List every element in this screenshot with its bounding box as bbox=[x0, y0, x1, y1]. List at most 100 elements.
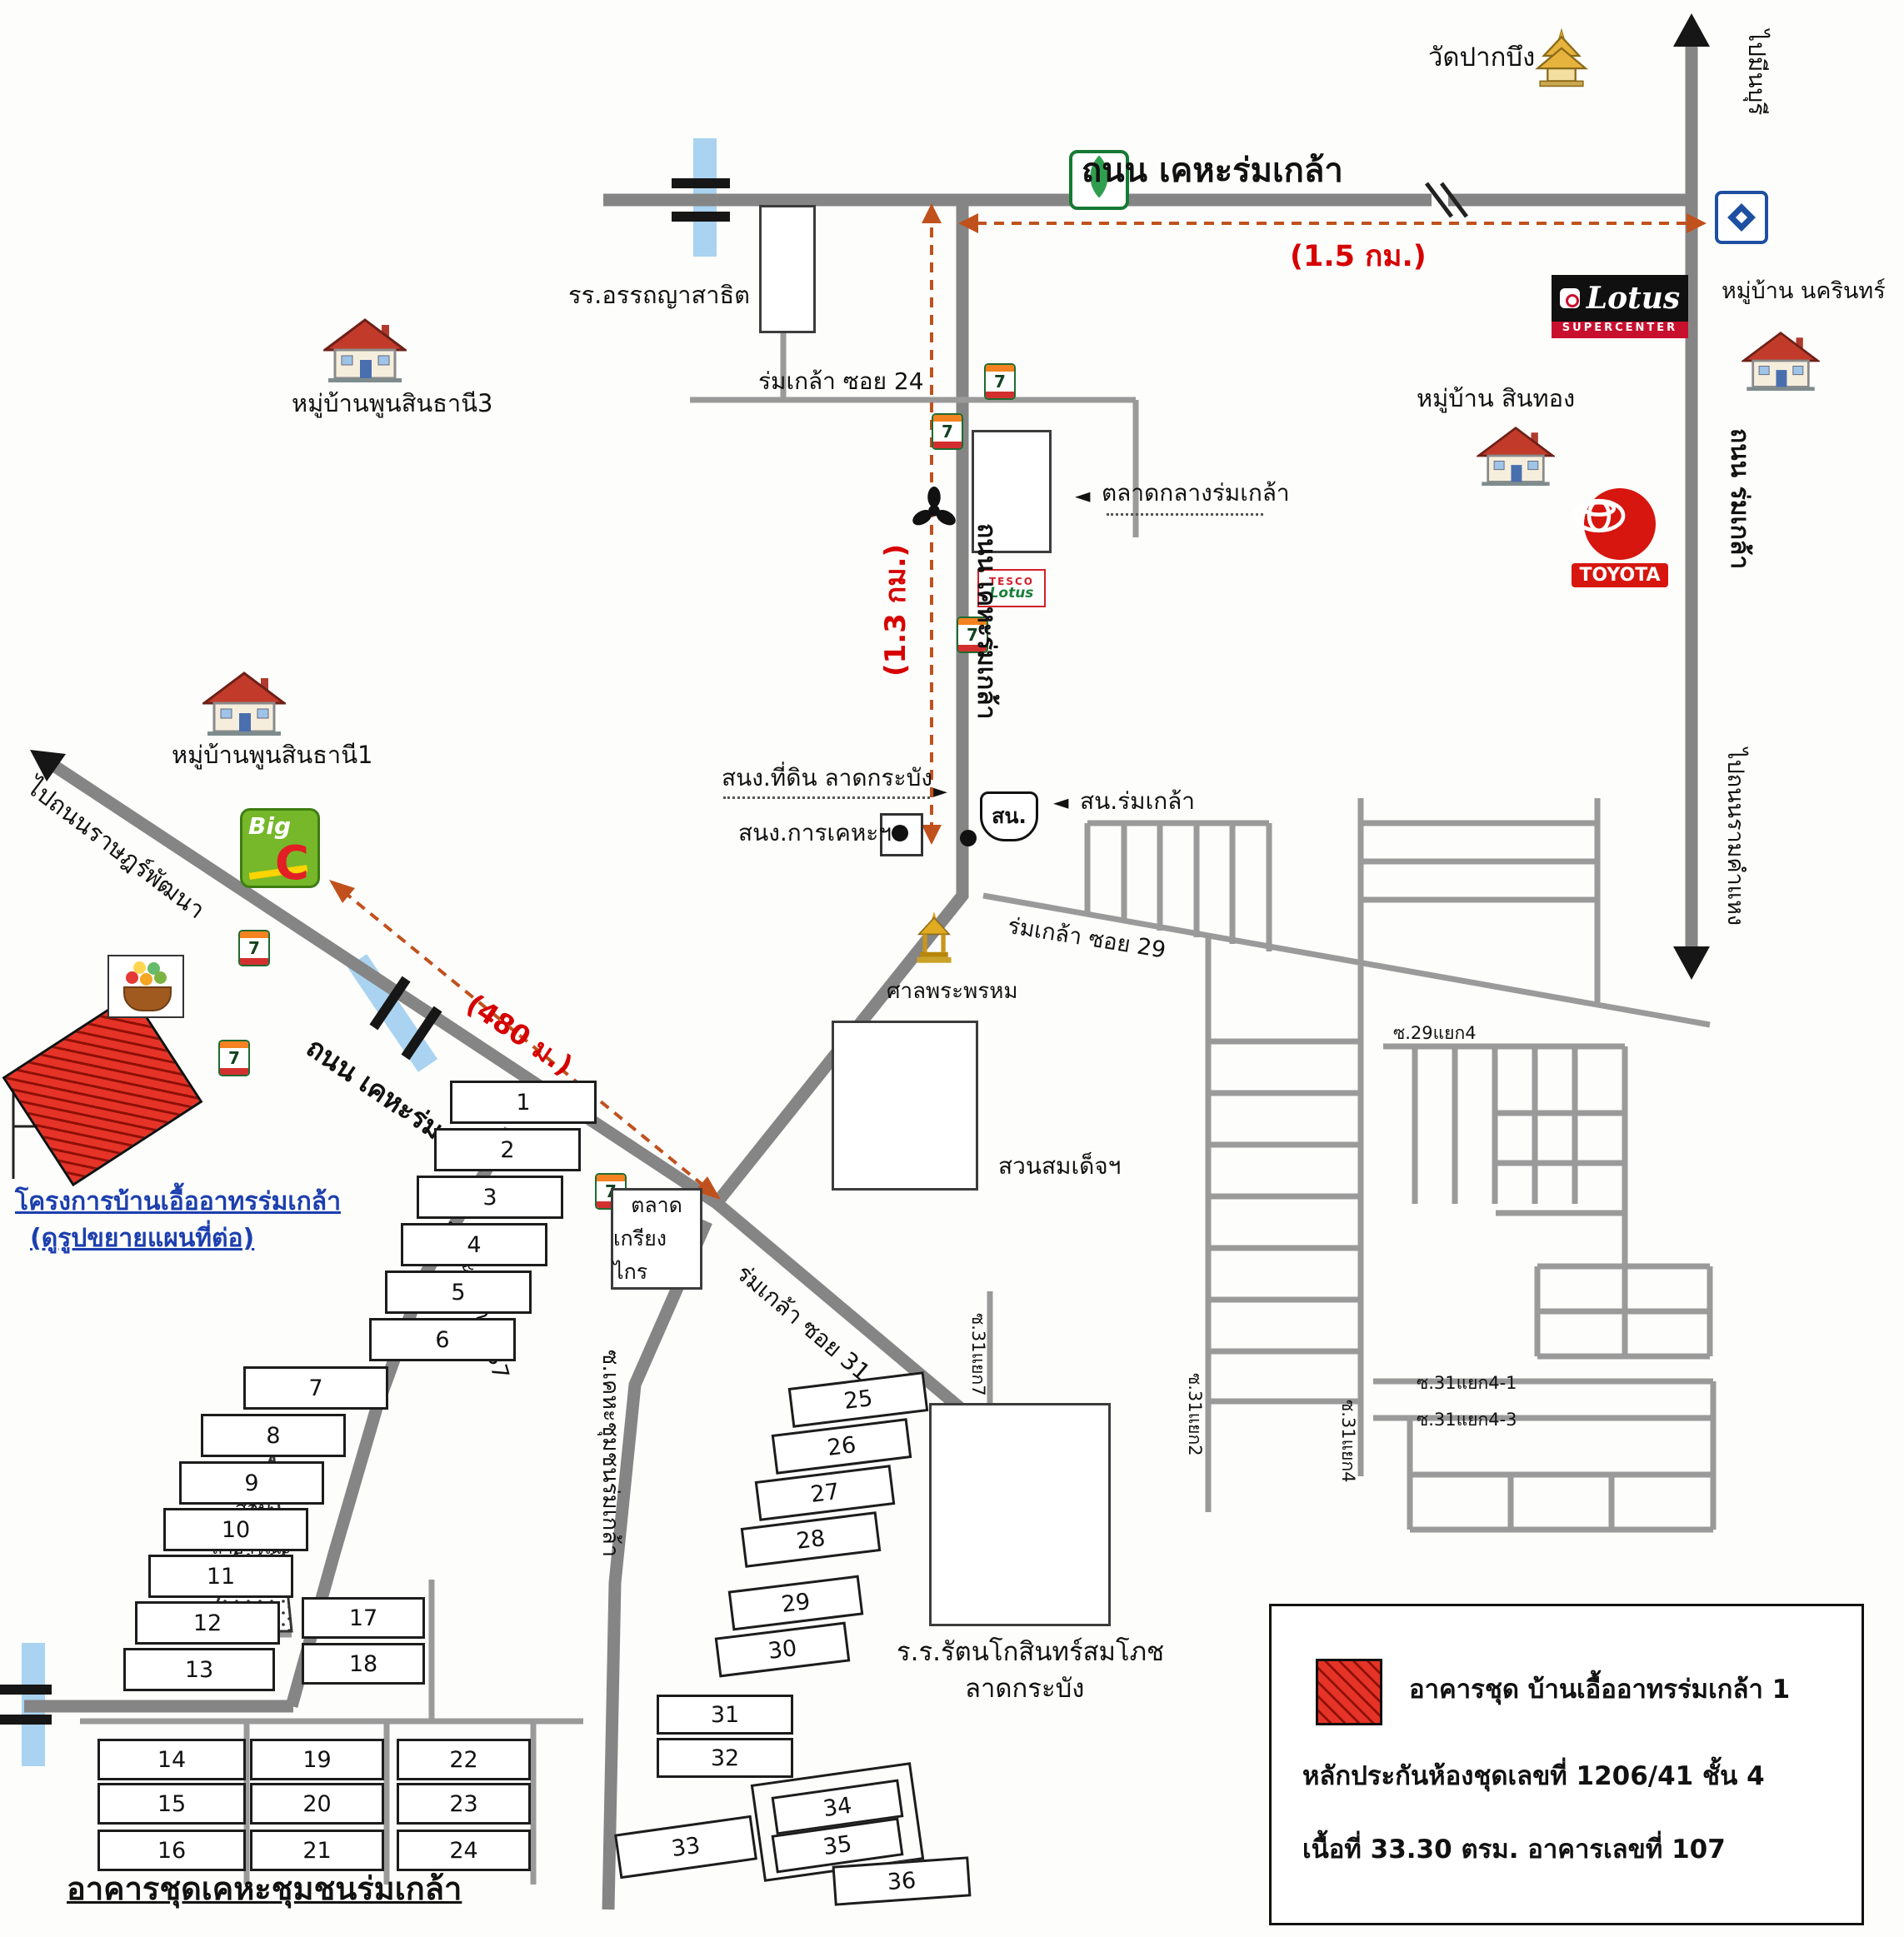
nha-leaf-logo-icon bbox=[1069, 150, 1129, 210]
block-21: 21 bbox=[250, 1830, 384, 1871]
bigc-logo: Big C bbox=[240, 808, 320, 888]
label-somdej-park: สวนสมเด็จฯ bbox=[998, 1152, 1122, 1180]
tesco-text: TESCO bbox=[988, 575, 1035, 587]
label-nha-office: สนง.การเคหะฯ bbox=[738, 819, 892, 846]
label-project-note: (ดูรูปขยายแผนที่ต่อ) bbox=[30, 1224, 255, 1253]
block-5: 5 bbox=[385, 1271, 532, 1314]
lotus-flower-icon bbox=[1559, 288, 1580, 308]
block-23: 23 bbox=[397, 1783, 531, 1825]
lotus-logo-text: Lotus bbox=[1586, 281, 1681, 316]
temple-icon bbox=[1530, 28, 1593, 88]
label-distance-1-5km: (1.5 กม.) bbox=[1290, 240, 1427, 273]
land-office-dotted-line bbox=[723, 796, 930, 799]
seven-eleven-icon: 7 bbox=[984, 363, 1016, 400]
police-arrow-icon: ◄ bbox=[1053, 791, 1069, 814]
seven-eleven-icon: 7 bbox=[238, 930, 270, 966]
block-11: 11 bbox=[148, 1555, 293, 1598]
brahma-shrine-icon bbox=[915, 911, 953, 965]
block-2: 2 bbox=[434, 1128, 581, 1171]
block-4: 4 bbox=[401, 1223, 547, 1266]
label-soi31-yaek4-1: ซ.31แยก4-1 bbox=[1417, 1373, 1517, 1393]
school-attaya-building bbox=[759, 205, 816, 333]
toyota-logo-text: TOYOTA bbox=[1572, 563, 1668, 587]
road-end-arrows bbox=[30, 13, 1710, 980]
central-market-building bbox=[972, 430, 1052, 553]
seven-eleven-icon: 7 bbox=[218, 1040, 250, 1076]
label-to-ramkhamhaeng: ไปถนนรามคำแหง bbox=[1722, 748, 1748, 926]
label-soi31-yaek4-3: ซ.31แยก4-3 bbox=[1417, 1410, 1517, 1430]
label-village-sinthong: หมู่บ้าน สินทอง bbox=[1417, 384, 1576, 412]
market-central-arrow-icon: ◄ bbox=[1075, 484, 1091, 507]
block-3: 3 bbox=[417, 1176, 563, 1219]
label-soi-chumchon: ซ.เคหะชุมชนร่มเกล้า bbox=[597, 1350, 623, 1557]
lotus-supercenter-logo: Lotus SUPERCENTER bbox=[1552, 275, 1688, 338]
block-12: 12 bbox=[135, 1601, 280, 1645]
label-rattanakosin-school-2: ลาดกระบัง bbox=[965, 1674, 1085, 1704]
label-school-attaya: รร.อรรถญาสาธิต bbox=[568, 281, 751, 309]
village-poonsin1-house-icon bbox=[202, 670, 286, 736]
lotus-supercenter-text: SUPERCENTER bbox=[1552, 322, 1688, 338]
rattanakosin-school-building bbox=[929, 1403, 1111, 1626]
seven-eleven-icon: 7 bbox=[957, 617, 988, 653]
block-18: 18 bbox=[302, 1643, 425, 1685]
label-soi31-yaek4: ซ.31แยก4 bbox=[1338, 1400, 1358, 1483]
fruit-market-icon bbox=[107, 955, 184, 1018]
block-9: 9 bbox=[179, 1461, 324, 1505]
label-distance-1-3km: (1.3 กม.) bbox=[879, 543, 912, 676]
block-8: 8 bbox=[201, 1414, 346, 1457]
label-market-central: ตลาดกลางร่มเกล้า bbox=[1102, 479, 1290, 507]
tesco-lotus-logo: TESCO Lotus bbox=[977, 569, 1046, 607]
police-station-shield: สน. bbox=[980, 791, 1038, 841]
block-1: 1 bbox=[450, 1081, 597, 1124]
label-police-station: สน.ร่มเกล้า bbox=[1080, 787, 1196, 815]
block-10: 10 bbox=[163, 1508, 308, 1551]
bigc-logo-text: Big bbox=[248, 812, 291, 840]
road-break-mark bbox=[1425, 182, 1468, 218]
village-sinthong-house-icon bbox=[1477, 425, 1555, 487]
label-kriangkrai-1: ตลาด bbox=[631, 1193, 682, 1217]
nha-blue-logo-icon bbox=[1715, 191, 1768, 244]
bigc-c-text: C bbox=[274, 836, 309, 888]
bridge-marks bbox=[0, 178, 730, 1725]
label-village-poonsin3: หมู่บ้านพูนสินธานี3 bbox=[292, 389, 493, 417]
market-central-dotted-line bbox=[1107, 513, 1263, 516]
junction-fan-icon bbox=[910, 487, 958, 535]
label-project-name: โครงการบ้านเอื้ออาทรร่มเกล้า bbox=[15, 1187, 342, 1216]
block-32: 32 bbox=[657, 1738, 793, 1778]
label-soi31-yaek7: ซ.31แยก7 bbox=[968, 1313, 988, 1396]
page-title: อาคารชุดเคหะชุมชนร่มเกล้า bbox=[67, 1870, 462, 1907]
block-19: 19 bbox=[250, 1739, 384, 1780]
block-22: 22 bbox=[397, 1739, 531, 1780]
junction-dot bbox=[960, 830, 977, 846]
legend-line3: เนื้อที่ 33.30 ตรม. อาคารเลขที่ 107 bbox=[1302, 1835, 1726, 1865]
block-17: 17 bbox=[302, 1597, 425, 1639]
block-13: 13 bbox=[123, 1648, 275, 1691]
label-kriangkrai-2: เกรียงไกร bbox=[613, 1226, 667, 1284]
seven-eleven-icon: 7 bbox=[932, 413, 963, 450]
label-wat-pakbueng: วัดปากบึง bbox=[1428, 42, 1536, 72]
legend-line2: หลักประกันห้องชุดเลขที่ 1206/41 ชั้น 4 bbox=[1302, 1761, 1765, 1791]
block-20: 20 bbox=[250, 1783, 384, 1825]
toyota-dealer-logo: TOYOTA bbox=[1572, 488, 1668, 587]
legend-line1: อาคารชุด บ้านเอื้ออาทรร่มเกล้า 1 bbox=[1409, 1675, 1791, 1705]
label-right-road: ถนน ร่มเกล้า bbox=[1725, 428, 1754, 570]
tesco-lotus-text: Lotus bbox=[989, 584, 1034, 602]
block-14: 14 bbox=[97, 1739, 246, 1780]
distance-arrowheads bbox=[329, 203, 1707, 1200]
block-16: 16 bbox=[97, 1830, 246, 1871]
label-land-office: สนง.ที่ดิน ลาดกระบัง bbox=[722, 764, 933, 791]
legend-hatch-swatch bbox=[1316, 1659, 1382, 1725]
label-brahma-shrine: ศาลพระพรหม bbox=[887, 979, 1018, 1004]
label-to-minburi: ไปมีนบุรี bbox=[1743, 30, 1771, 116]
distance-dashed-lines bbox=[342, 210, 1703, 1190]
block-7: 7 bbox=[243, 1366, 388, 1410]
block-6: 6 bbox=[369, 1318, 516, 1361]
label-soi24: ร่มเกล้า ซอย 24 bbox=[758, 367, 924, 395]
legend-box: อาคารชุด บ้านเอื้ออาทรร่มเกล้า 1 หลักประ… bbox=[1269, 1604, 1864, 1925]
label-soi29-yaek4: ซ.29แยก4 bbox=[1393, 1023, 1477, 1043]
somdej-park-area bbox=[832, 1021, 978, 1191]
village-poonsin3-house-icon bbox=[323, 317, 407, 383]
block-31: 31 bbox=[657, 1695, 793, 1735]
label-top-road: ถนน เคหะร่มเกล้า bbox=[1082, 152, 1343, 190]
